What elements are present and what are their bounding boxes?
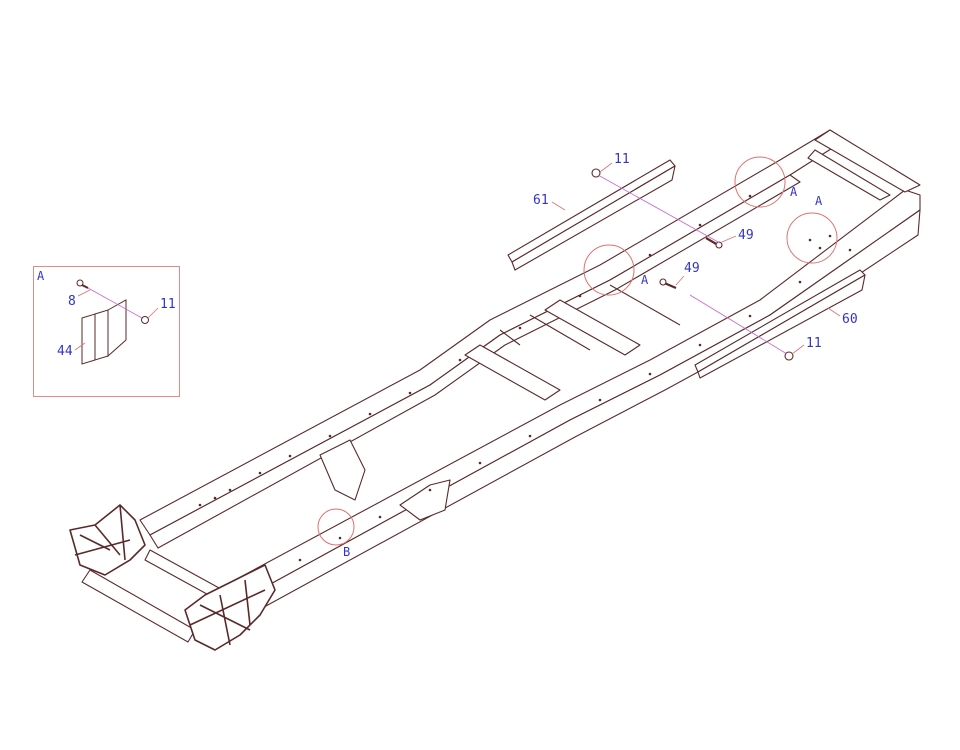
assembly-leader-lines bbox=[597, 174, 788, 355]
mid-crossmembers bbox=[464, 284, 681, 401]
detail-part-label-44: 44 bbox=[57, 344, 73, 359]
rivet-holes bbox=[198, 194, 852, 562]
front-suspension-left bbox=[69, 504, 146, 576]
view-marker-a-mid: A bbox=[641, 273, 649, 287]
rear-crossmember bbox=[807, 129, 921, 201]
spring-hangers bbox=[319, 439, 451, 521]
bolt-49-lower bbox=[659, 278, 677, 290]
view-marker-a-right-rail: A bbox=[815, 194, 823, 208]
reinforcement-rail-61 bbox=[507, 159, 676, 271]
detail-part-label-8: 8 bbox=[68, 294, 76, 309]
detail-view-title: A bbox=[37, 269, 45, 283]
callout-label-11-top: 11 bbox=[614, 152, 630, 167]
front-suspension-right bbox=[184, 564, 276, 651]
bolt-49-upper bbox=[705, 237, 723, 249]
callout-circles bbox=[317, 156, 838, 546]
detail-part-label-11: 11 bbox=[160, 297, 176, 312]
callout-label-49-lower: 49 bbox=[684, 261, 700, 276]
view-marker-b: B bbox=[343, 545, 351, 559]
callout-label-11-bottom: 11 bbox=[806, 336, 822, 351]
callout-label-49-upper: 49 bbox=[738, 228, 754, 243]
view-marker-a-crossmember: A bbox=[790, 185, 798, 199]
callout-leaders bbox=[551, 162, 841, 355]
detail-view-a-frame bbox=[33, 266, 180, 397]
callout-label-61: 61 bbox=[533, 193, 549, 208]
detail-a-drawing bbox=[74, 279, 159, 365]
callout-label-60: 60 bbox=[842, 312, 858, 327]
reinforcement-rail-60 bbox=[694, 269, 866, 379]
right-frame-rail bbox=[234, 189, 921, 613]
